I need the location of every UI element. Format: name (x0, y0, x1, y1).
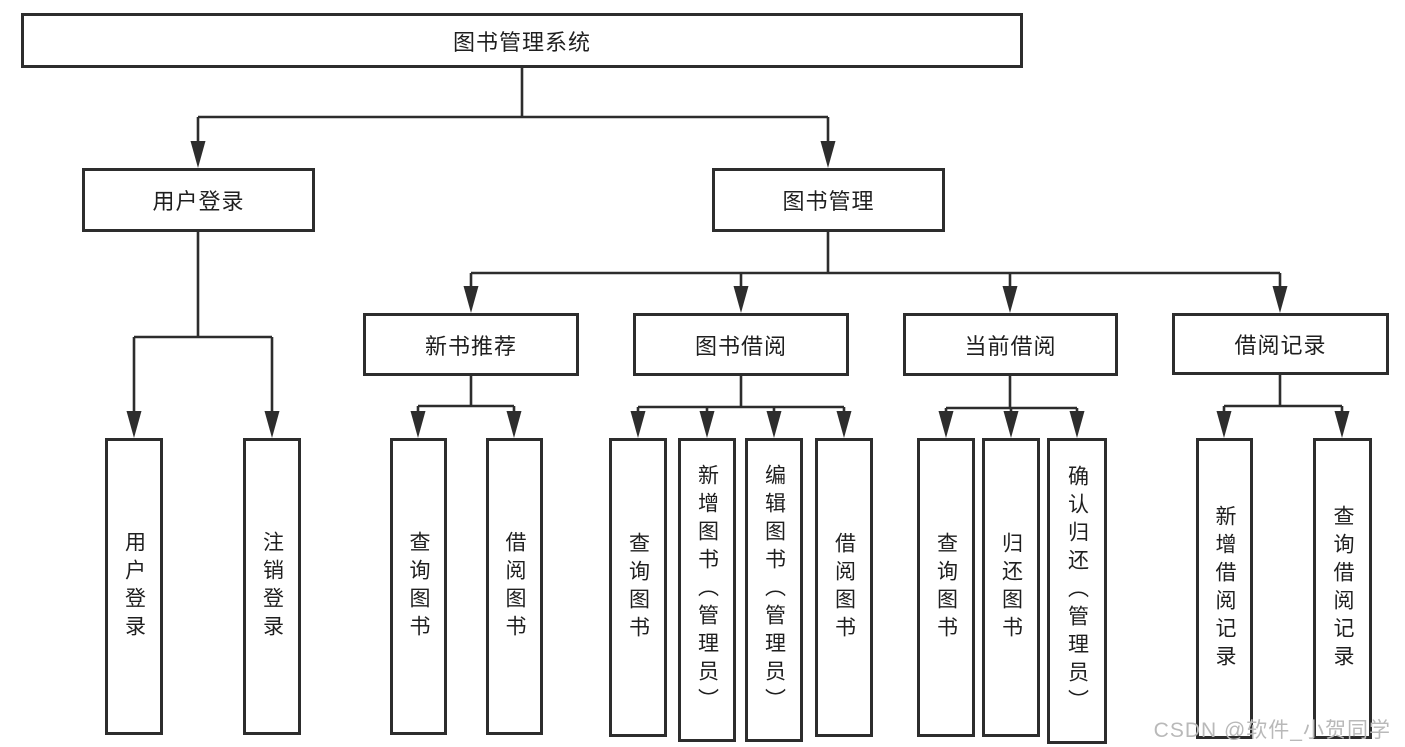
edge-current-borrow-to-leaves (938, 376, 1085, 438)
node-current-borrowing: 当前借阅 (903, 313, 1118, 376)
edge-user-login-to-leaves (126, 232, 280, 438)
node-user-login: 用户登录 (82, 168, 315, 232)
leaf-add-borrow-record: 新增借阅记录 (1196, 438, 1253, 739)
leaf-query-borrow-record: 查询借阅记录 (1313, 438, 1372, 739)
leaf-logout: 注销登录 (243, 438, 301, 735)
leaf-edit-books-admin: 编辑图书（管理员） (745, 438, 803, 742)
leaf-query-books-borrow: 查询图书 (609, 438, 667, 737)
node-new-book-recommend: 新书推荐 (363, 313, 579, 376)
leaf-query-books-recommend: 查询图书 (390, 438, 447, 735)
node-book-borrowing: 图书借阅 (633, 313, 849, 376)
leaf-return-books: 归还图书 (982, 438, 1040, 737)
edge-borrow-records-to-leaves (1216, 375, 1350, 438)
edge-root-to-level2 (190, 68, 836, 168)
node-borrowing-records: 借阅记录 (1172, 313, 1389, 375)
leaf-user-login: 用户登录 (105, 438, 163, 735)
leaf-add-books-admin: 新增图书（管理员） (678, 438, 736, 742)
csdn-watermark: CSDN @软件_小贺同学 (1153, 719, 1391, 742)
edge-book-borrow-to-leaves (630, 376, 852, 438)
leaf-borrow-books: 借阅图书 (815, 438, 873, 737)
node-book-management: 图书管理 (712, 168, 945, 232)
leaf-borrow-books-recommend: 借阅图书 (486, 438, 543, 735)
edge-book-mgmt-to-level3 (463, 232, 1288, 313)
leaf-query-books-current: 查询图书 (917, 438, 975, 737)
node-library-management-system: 图书管理系统 (21, 13, 1023, 68)
edge-new-book-rec-to-leaves (410, 376, 522, 438)
leaf-confirm-return-admin: 确认归还（管理员） (1047, 438, 1107, 744)
